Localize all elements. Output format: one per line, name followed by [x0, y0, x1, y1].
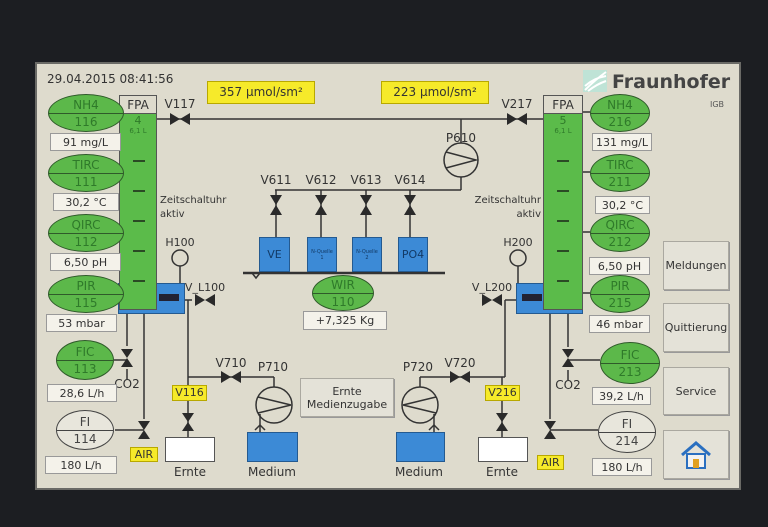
valve-label-v611: V611: [260, 173, 292, 187]
service-button[interactable]: Service: [663, 367, 729, 415]
valve-label-v216: V216: [485, 385, 520, 401]
value-tirc-111: 30,2 °C: [53, 193, 119, 211]
level-sensor-h100: H100: [165, 236, 195, 249]
valve-label-v612: V612: [305, 173, 337, 187]
value-fic-113: 28,6 L/h: [47, 384, 117, 402]
valve-label-air-left: AIR: [130, 447, 158, 462]
home-icon: [681, 440, 711, 469]
medium-tank-left: [247, 432, 298, 462]
value-fi-214: 180 L/h: [592, 458, 652, 476]
light-intensity-left: 357 µmol/sm²: [207, 81, 315, 104]
valve-label-v614: V614: [394, 173, 426, 187]
harvest-label-left: Ernte: [174, 465, 206, 479]
value-qirc-212: 6,50 pH: [589, 257, 650, 275]
reactor-number: 4: [134, 114, 142, 127]
valve-label-v720: V720: [444, 356, 476, 370]
valve-label-v217: V217: [501, 97, 533, 111]
pump-label-p610: P610: [445, 131, 477, 145]
reactor-number: 5: [559, 114, 567, 127]
valve-label-air-right: AIR: [537, 455, 564, 470]
reactor-column-fpa4[interactable]: FPA 4 6,1 L: [119, 95, 157, 310]
level-sensor-h200: H200: [503, 236, 533, 249]
value-nh4-216: 131 mg/L: [592, 133, 652, 151]
pump-label-p710: P710: [257, 360, 289, 374]
harvest-label-right: Ernte: [486, 465, 518, 479]
light-intensity-right: 223 µmol/sm²: [381, 81, 489, 104]
value-pir-115: 53 mbar: [46, 314, 117, 332]
value-nh4-116: 91 mg/L: [50, 133, 121, 151]
valve-label-v116: V116: [172, 385, 207, 401]
harvest-container-left: [165, 437, 215, 462]
harvest-container-right: [478, 437, 528, 462]
pump-label-p720: P720: [402, 360, 434, 374]
tank-n-source-1[interactable]: N-Quelle 1: [307, 237, 337, 272]
tank-po4[interactable]: PO4: [398, 237, 428, 272]
medium-label-right: Medium: [395, 465, 443, 479]
tank-ve[interactable]: VE: [259, 237, 290, 272]
valve-label-vl100: V_L100: [184, 281, 226, 294]
tank-level-indicator: [522, 294, 542, 301]
value-qirc-112: 6,50 pH: [50, 253, 121, 271]
value-fic-213: 39,2 L/h: [592, 387, 651, 405]
messages-button[interactable]: Meldungen: [663, 241, 729, 290]
valve-label-co2-left: CO2: [114, 377, 140, 391]
reactor-label: FPA: [544, 96, 582, 114]
valve-label-v117: V117: [164, 97, 196, 111]
reactor-volume: 6,1 L: [129, 127, 147, 135]
valve-label-v710: V710: [215, 356, 247, 370]
valve-label-co2-right: CO2: [555, 378, 581, 392]
valve-label-vl200: V_L200: [471, 281, 513, 294]
home-button[interactable]: [663, 430, 729, 479]
logo-subtitle: IGB: [710, 100, 725, 109]
acknowledge-button[interactable]: Quittierung: [663, 303, 729, 352]
reactor-column-fpa5[interactable]: FPA 5 6,1 L: [543, 95, 583, 310]
reactor-volume: 6,1 L: [554, 127, 572, 135]
medium-tank-right: [396, 432, 445, 462]
value-fi-114: 180 L/h: [45, 456, 117, 474]
reactor-label: FPA: [120, 96, 156, 114]
value-pir-215: 46 mbar: [589, 315, 650, 333]
value-wir-110: +7,325 Kg: [303, 311, 387, 330]
logo-text: Fraunhofer: [612, 71, 731, 93]
value-tirc-211: 30,2 °C: [595, 196, 650, 214]
harvest-medium-button[interactable]: Ernte Medienzugabe: [300, 378, 394, 417]
medium-label-left: Medium: [248, 465, 296, 479]
valve-label-v613: V613: [350, 173, 382, 187]
tank-level-indicator: [159, 294, 179, 301]
datetime: 29.04.2015 08:41:56: [47, 72, 174, 86]
tank-n-source-2[interactable]: N-Quelle 2: [352, 237, 382, 272]
